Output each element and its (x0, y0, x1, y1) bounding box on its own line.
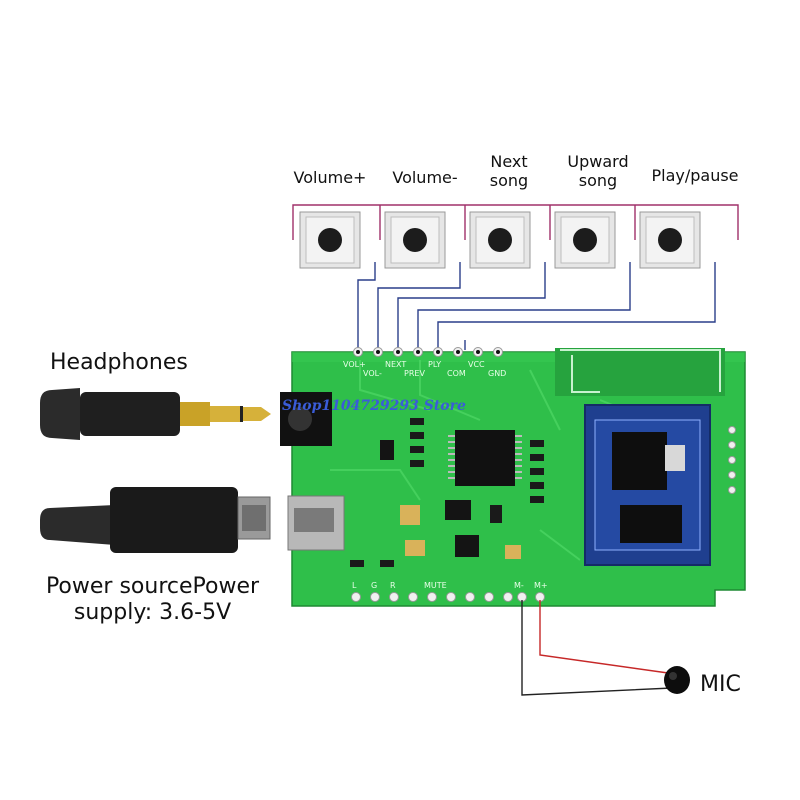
pin-label-g: G (371, 581, 378, 590)
button-label-play-pause: Play/pause (651, 166, 739, 185)
tactile-button (299, 211, 361, 269)
button-top-wires (292, 204, 739, 240)
button-signal-wires (357, 262, 716, 350)
tactile-button (469, 211, 531, 269)
pin-label-ply: PLY (428, 360, 442, 369)
microphone (664, 666, 690, 694)
mic-label: MIC (700, 672, 741, 697)
pin-label-vol-up: VOL+ (343, 360, 366, 369)
usb-cable (40, 487, 271, 553)
tactile-button (639, 211, 701, 269)
headphone-plug (40, 388, 271, 440)
button-label-upward-song: Upward song (567, 152, 629, 191)
tactile-button (384, 211, 446, 269)
pin-label-next: NEXT (385, 360, 407, 369)
power-supply-label: Power sourcePower supply: 3.6-5V (45, 574, 260, 626)
pin-label-mute: MUTE (424, 581, 447, 590)
headphones-label: Headphones (50, 350, 188, 375)
pin-label-prev: PREV (404, 369, 425, 378)
pin-label-gnd: GND (488, 369, 507, 378)
pin-label-vol-down: VOL- (363, 369, 382, 378)
tactile-button (554, 211, 616, 269)
button-label-next-song: Next song (489, 152, 529, 191)
pcb-board (280, 347, 746, 607)
button-label-volume-down: Volume- (392, 168, 458, 187)
button-label-volume-up: Volume+ (293, 168, 367, 187)
mic-wires (521, 600, 673, 696)
pin-label-mic-minus: M- (514, 581, 524, 590)
pin-label-l: L (352, 581, 357, 590)
pin-label-mic-plus: M+ (534, 581, 548, 590)
store-watermark: Shop1104729293 Store (282, 398, 466, 414)
pin-label-vcc: VCC (468, 360, 485, 369)
pin-label-r: R (390, 581, 396, 590)
pin-label-com: COM (447, 369, 466, 378)
